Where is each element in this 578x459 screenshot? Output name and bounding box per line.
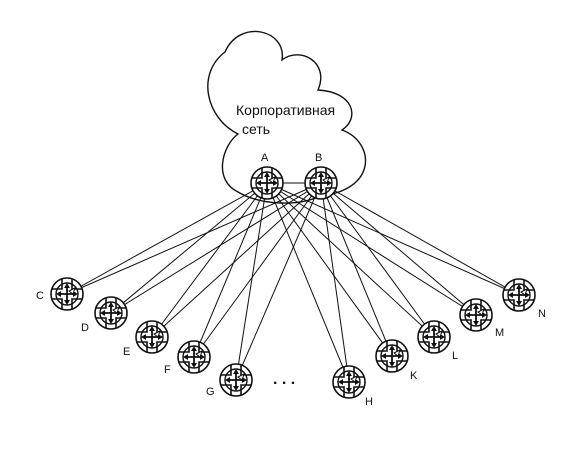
node-f[interactable]: F xyxy=(164,340,211,376)
link-b-n xyxy=(320,182,520,296)
nodes-layer: A B C D E F G xyxy=(36,152,546,408)
link-a-l xyxy=(266,182,435,338)
node-label-b: B xyxy=(315,152,322,164)
link-a-e xyxy=(151,182,268,338)
router-icon xyxy=(50,277,84,311)
router-icon xyxy=(177,340,211,374)
node-l[interactable]: L xyxy=(417,320,458,362)
node-e[interactable]: E xyxy=(123,320,169,358)
cloud-label-line2: сеть xyxy=(242,121,270,137)
link-a-n xyxy=(266,182,520,296)
router-icon xyxy=(135,320,169,354)
link-b-c xyxy=(66,182,322,295)
node-a[interactable]: A xyxy=(250,152,284,200)
router-icon xyxy=(332,365,366,399)
node-b[interactable]: B xyxy=(304,152,338,200)
link-b-d xyxy=(110,182,322,314)
node-label-e: E xyxy=(123,346,130,358)
link-a-d xyxy=(110,182,268,314)
router-icon xyxy=(219,363,253,397)
link-a-g xyxy=(235,182,268,381)
node-label-m: M xyxy=(495,327,504,339)
node-m[interactable]: M xyxy=(459,298,504,339)
node-label-a: A xyxy=(261,152,269,164)
link-b-l xyxy=(320,182,435,338)
link-b-h xyxy=(320,182,350,383)
link-a-f xyxy=(193,182,268,358)
router-icon xyxy=(375,339,409,373)
corporate-network-cloud: Корпоративная сеть xyxy=(207,30,367,204)
node-label-l: L xyxy=(452,350,458,362)
link-b-k xyxy=(320,182,393,357)
cloud-label-line1: Корпоративная xyxy=(236,102,335,118)
link-a-m xyxy=(266,182,477,316)
node-label-c: C xyxy=(36,290,44,302)
node-label-g: G xyxy=(206,386,215,398)
node-g[interactable]: G xyxy=(206,363,253,398)
links-layer xyxy=(66,182,520,383)
router-icon xyxy=(417,320,451,354)
link-a-h xyxy=(266,182,350,383)
ellipsis-more-nodes: . . . xyxy=(273,371,295,388)
router-icon xyxy=(94,296,128,330)
node-c[interactable]: C xyxy=(36,277,84,311)
router-icon xyxy=(502,278,536,312)
router-icon xyxy=(250,166,284,200)
node-n[interactable]: N xyxy=(502,278,546,320)
node-label-d: D xyxy=(81,322,89,334)
node-label-k: K xyxy=(410,370,418,382)
link-a-c xyxy=(66,182,268,295)
link-b-g xyxy=(235,182,322,381)
cloud-shape xyxy=(207,30,367,204)
router-icon xyxy=(459,298,493,332)
node-label-h: H xyxy=(365,396,373,408)
link-a-k xyxy=(266,182,393,357)
node-d[interactable]: D xyxy=(81,296,128,334)
link-b-m xyxy=(320,182,477,316)
link-b-e xyxy=(151,182,322,338)
node-h[interactable]: H xyxy=(332,365,373,408)
node-label-f: F xyxy=(164,364,171,376)
node-label-n: N xyxy=(538,308,546,320)
node-k[interactable]: K xyxy=(375,339,418,382)
link-b-f xyxy=(193,182,322,358)
router-icon xyxy=(304,166,338,200)
